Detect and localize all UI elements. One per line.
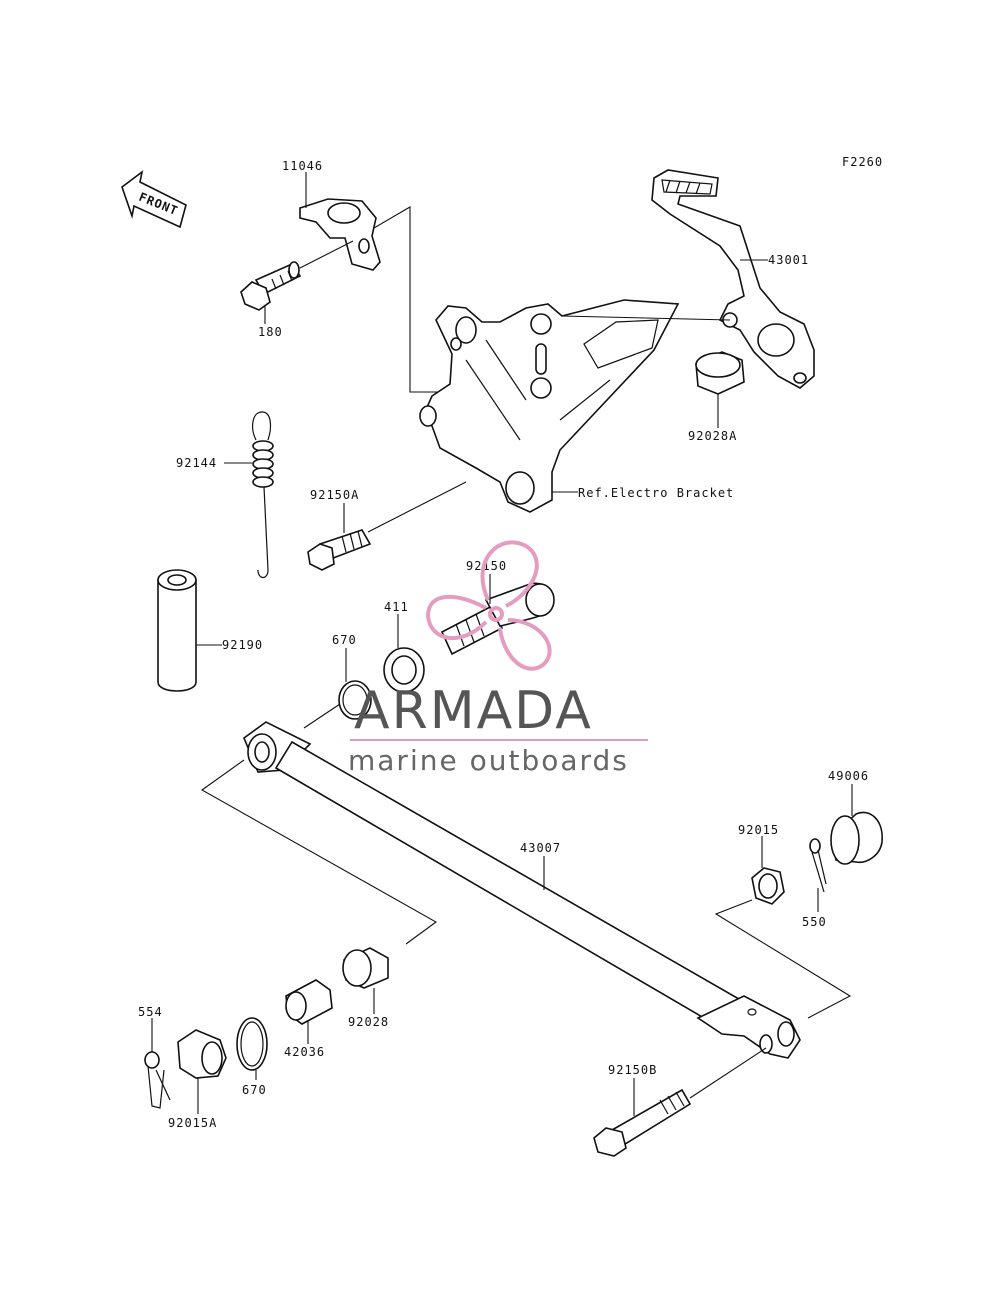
label-92150: 92150	[466, 559, 507, 573]
label-180: 180	[258, 325, 283, 339]
nut-92015	[751, 867, 785, 905]
ref-label: Ref.Electro Bracket	[578, 486, 734, 500]
label-49006: 49006	[828, 769, 869, 783]
label-92150A: 92150A	[310, 488, 359, 502]
sleeve-42036	[285, 979, 333, 1025]
label-550: 550	[802, 915, 827, 929]
assembly-line-92150A	[367, 481, 467, 533]
figure-code: F2260	[842, 155, 883, 169]
bolt-180	[240, 261, 302, 311]
o-ring-670-top	[338, 680, 372, 720]
label-42036: 42036	[284, 1045, 325, 1059]
label-92144: 92144	[176, 456, 217, 470]
spring-92144	[252, 411, 274, 579]
assembly-bracket-right	[714, 899, 852, 1019]
cotter-pin-550	[809, 838, 827, 893]
assembly-line-180	[299, 240, 354, 269]
label-554: 554	[138, 1005, 163, 1019]
front-arrow-icon: FRONT	[121, 170, 187, 229]
o-ring-670-bottom	[236, 1017, 268, 1071]
washer-92015A	[177, 1029, 227, 1079]
label-43001: 43001	[768, 253, 809, 267]
assembly-line-43001	[561, 315, 731, 321]
bushing-92028A	[695, 351, 745, 395]
label-43007: 43007	[520, 841, 561, 855]
clip-554	[144, 1051, 171, 1109]
cap-49006	[830, 811, 883, 865]
label-92150B: 92150B	[608, 1063, 657, 1077]
electro-bracket	[419, 299, 680, 513]
label-92028: 92028	[348, 1015, 389, 1029]
tube-92190	[157, 569, 197, 692]
label-92028A: 92028A	[688, 429, 737, 443]
assembly-line-11046	[373, 206, 440, 393]
label-92015A: 92015A	[168, 1116, 217, 1130]
bushing-92028	[342, 947, 389, 989]
assembly-line-92150B	[689, 1047, 767, 1099]
label-92015: 92015	[738, 823, 779, 837]
label-670-top: 670	[332, 633, 357, 647]
label-670-bottom: 670	[242, 1083, 267, 1097]
watermark-subtitle: marine outboards	[348, 744, 629, 777]
watermark-title: ARMADA	[354, 681, 593, 741]
linkage-rod-43007	[243, 721, 801, 1059]
bolt-92150B	[593, 1088, 692, 1157]
assembly-bracket-left	[200, 759, 438, 945]
armada-watermark: ARMADA marine outboards	[348, 540, 648, 777]
brake-pedal-43001	[651, 169, 815, 389]
propeller-logo-icon	[425, 540, 552, 671]
washer-411	[383, 647, 425, 693]
clamp-11046	[299, 198, 381, 271]
label-411: 411	[384, 600, 409, 614]
label-11046: 11046	[282, 159, 323, 173]
bolt-92150A	[307, 529, 372, 571]
label-92190: 92190	[222, 638, 263, 652]
assembly-line-670-top	[303, 703, 341, 729]
